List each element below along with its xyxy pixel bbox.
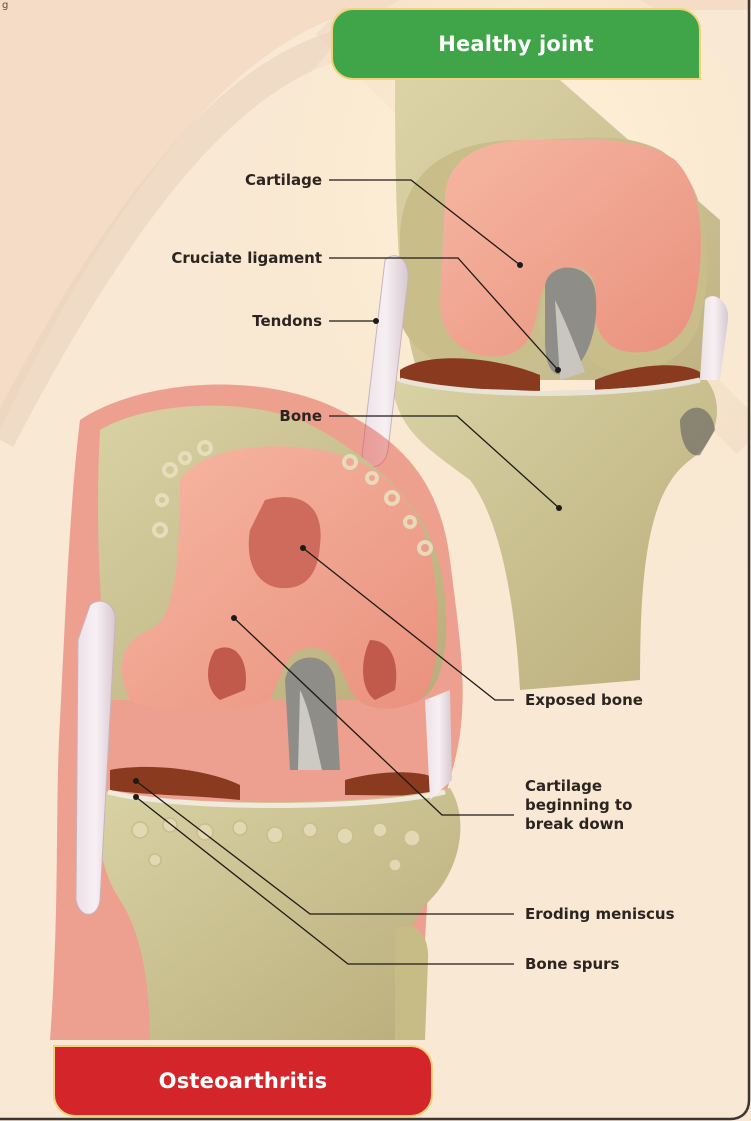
osteoarthritic-knee-illustration xyxy=(50,385,463,1040)
label-bone: Bone xyxy=(200,407,322,426)
label-cartilage-breaking-down: Cartilage beginning to break down xyxy=(525,777,632,834)
label-tendons: Tendons xyxy=(200,312,322,331)
label-cartilage: Cartilage xyxy=(200,171,322,190)
label-cartilage-breaking-down-line3: break down xyxy=(525,815,632,834)
figure-caption-fragment: g xyxy=(2,0,8,11)
label-cartilage-breaking-down-line2: beginning to xyxy=(525,796,632,815)
label-exposed-bone: Exposed bone xyxy=(525,691,643,710)
label-cartilage-breaking-down-line1: Cartilage xyxy=(525,777,632,796)
label-eroding-meniscus: Eroding meniscus xyxy=(525,905,675,924)
label-cruciate-ligament: Cruciate ligament xyxy=(120,249,322,268)
healthy-joint-title: Healthy joint xyxy=(331,8,701,80)
label-bone-spurs: Bone spurs xyxy=(525,955,619,974)
osteoarthritis-title: Osteoarthritis xyxy=(53,1045,433,1117)
